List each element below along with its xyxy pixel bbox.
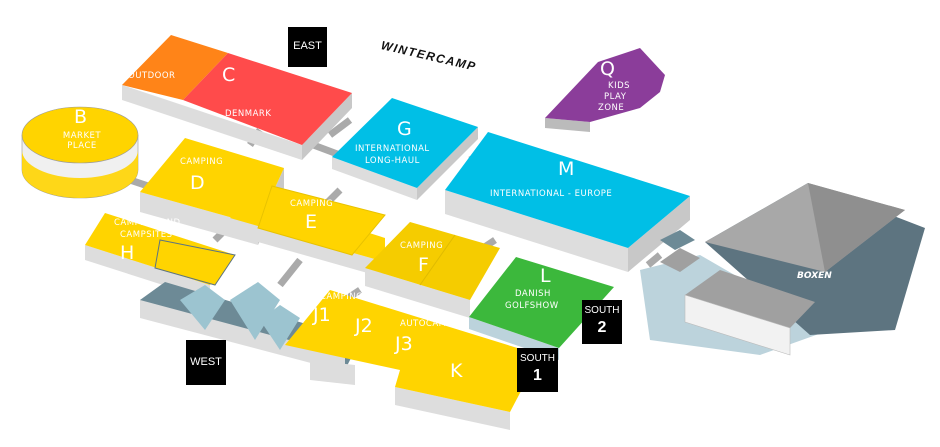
- hall-g[interactable]: [332, 98, 478, 200]
- hall-h-name2: CAMPSITES: [120, 230, 173, 240]
- hall-q-name3: ZONE: [598, 103, 625, 113]
- boxen-logo: BOXEN: [797, 271, 832, 281]
- hall-l-letter: L: [540, 265, 551, 287]
- hall-m-name: INTERNATIONAL - EUROPE: [490, 189, 613, 199]
- hall-q-name2: PLAY: [604, 92, 627, 102]
- hall-c-letter: C: [222, 64, 236, 86]
- hall-e-letter: E: [305, 211, 318, 233]
- entrance-south-1[interactable]: SOUTH 1: [517, 348, 558, 392]
- hall-l-name2: GOLFSHOW: [505, 301, 559, 311]
- entrance-south-1-label: SOUTH: [520, 353, 555, 364]
- hall-j2-letter: J2: [355, 315, 373, 337]
- hall-j1-letter: J1: [313, 304, 331, 326]
- hall-q[interactable]: [545, 48, 665, 132]
- hall-b-letter: B: [74, 106, 88, 128]
- hall-j-k[interactable]: [285, 290, 540, 430]
- entrance-west-label: WEST: [190, 356, 222, 368]
- hall-f[interactable]: [365, 222, 500, 318]
- hall-q-name1: KIDS: [608, 81, 631, 91]
- hall-l-name1: DANISH: [515, 289, 551, 299]
- hall-c-outdoor-label: OUTDOOR: [128, 71, 176, 81]
- hall-d-name: CAMPING: [180, 157, 224, 167]
- hall-m[interactable]: [445, 132, 690, 272]
- entrance-south-2[interactable]: SOUTH 2: [582, 300, 622, 344]
- hall-f-letter: F: [418, 254, 429, 276]
- entrance-south-2-label: SOUTH: [584, 305, 620, 316]
- boxen-arena[interactable]: [640, 183, 925, 356]
- hall-f-name: CAMPING: [400, 241, 444, 251]
- hall-q-letter: Q: [600, 58, 615, 80]
- entrance-south-2-number: 2: [597, 319, 607, 336]
- entrance-south-1-number: 1: [533, 367, 542, 384]
- hall-j-autocamper: AUTOCAMPER: [400, 319, 465, 329]
- hall-h-name1: CAMPING AND: [114, 218, 181, 228]
- hall-k-letter: K: [450, 360, 463, 382]
- hall-e-name: CAMPING: [290, 199, 334, 209]
- entrance-west[interactable]: WEST: [186, 340, 226, 385]
- hall-d-letter: D: [190, 172, 205, 194]
- hall-b[interactable]: [21, 106, 139, 199]
- entrance-east[interactable]: EAST: [288, 27, 327, 67]
- entrance-east-label: EAST: [293, 40, 322, 52]
- hall-m-letter: M: [558, 158, 575, 180]
- hall-g-letter: G: [397, 118, 412, 140]
- hall-c-name: DENMARK: [225, 109, 272, 119]
- hall-g-name2: LONG-HAUL: [365, 156, 420, 166]
- hall-b-name: MARKET PLACE: [62, 131, 102, 152]
- hall-g-name1: INTERNATIONAL: [355, 144, 430, 154]
- hall-j-name: CAMPING: [320, 292, 364, 302]
- hall-j3-letter: J3: [395, 333, 413, 355]
- hall-c[interactable]: [122, 35, 352, 160]
- hall-h-letter: H: [120, 242, 135, 264]
- hall-e[interactable]: [230, 185, 386, 278]
